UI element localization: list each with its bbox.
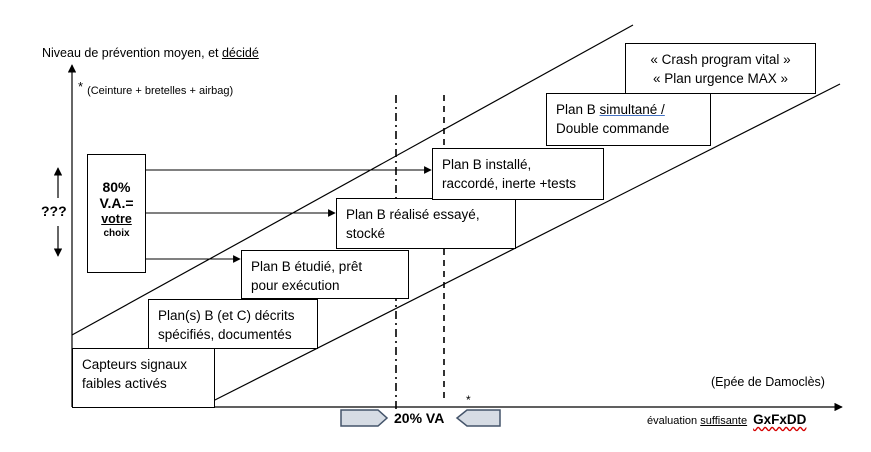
step-box-1-line-2: faibles activés: [82, 376, 167, 391]
step-box-5-line-1: Plan B installé,: [442, 157, 532, 172]
va-footnote-star: *: [466, 393, 471, 407]
y-axis-label: Niveau de prévention moyen, et décidé: [42, 46, 259, 60]
step-box-3: Plan B étudié, prêt pour exécution: [241, 250, 409, 299]
step-box-7-line-1: « Crash program vital »: [650, 52, 791, 67]
epee-label: (Epée de Damoclès): [711, 375, 825, 389]
step-box-5-line-2: raccordé, inerte +tests: [442, 176, 576, 191]
choice-box: 80% V.A.= votre choix: [87, 154, 146, 273]
step-box-5: Plan B installé, raccordé, inerte +tests: [432, 148, 604, 200]
step-box-4: Plan B réalisé essayé, stocké: [336, 198, 516, 249]
step-box-7: « Crash program vital » « Plan urgence M…: [625, 43, 816, 94]
step-box-3-line-2: pour exécution: [251, 278, 340, 293]
va-arrow-left: [455, 409, 501, 427]
choice-line-votre: votre: [101, 212, 132, 226]
choice-line-va: V.A.=: [99, 195, 134, 211]
step-box-2-line-2: spécifiés, documentés: [158, 327, 292, 342]
va-20-label: 20% VA: [394, 410, 445, 426]
step-box-2: Plan(s) B (et C) décrits spécifiés, docu…: [148, 299, 318, 349]
y-axis-footnote: *(Ceinture + bretelles + airbag): [78, 79, 234, 97]
choice-line-percent: 80%: [102, 179, 131, 195]
step-box-4-line-2: stocké: [346, 226, 386, 241]
step-box-4-line-1: Plan B réalisé essayé,: [346, 207, 480, 222]
step-box-6-line-2: Double commande: [556, 121, 670, 136]
step-box-2-line-1: Plan(s) B (et C) décrits: [158, 308, 295, 323]
choice-line-choix: choix: [103, 228, 130, 239]
step-box-1-line-1: Capteurs signaux: [82, 357, 188, 372]
step-box-3-line-1: Plan B étudié, prêt: [251, 259, 363, 274]
band-upper-line: [71, 24, 634, 336]
va-arrow-right: [340, 409, 389, 427]
step-box-1: Capteurs signaux faibles activés: [72, 348, 215, 408]
band-lower-line: [204, 83, 841, 406]
step-box-6-line-1: Plan B simultané /: [556, 102, 665, 117]
uncertainty-label: ???: [41, 203, 67, 219]
step-box-7-line-2: « Plan urgence MAX »: [652, 71, 789, 86]
step-box-6: Plan B simultané / Double commande: [546, 93, 711, 146]
